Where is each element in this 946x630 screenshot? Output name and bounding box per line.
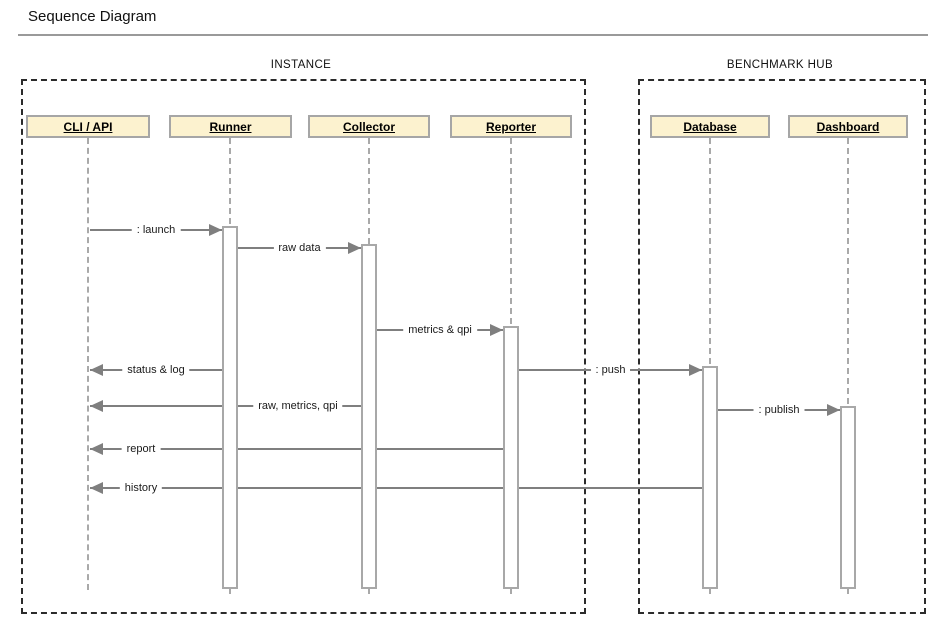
- activation-runner: [222, 226, 238, 589]
- participant-label: Dashboard: [816, 119, 880, 134]
- arrowhead-right-icon: [348, 242, 361, 254]
- activation-database: [702, 366, 718, 589]
- message-metrics-qpi: metrics & qpi: [377, 324, 503, 336]
- participant-dashboard: Dashboard: [788, 115, 908, 138]
- frame-instance: [21, 79, 586, 614]
- lifeline-dashboard: [847, 138, 849, 594]
- participant-runner: Runner: [169, 115, 292, 138]
- message-line: [90, 487, 702, 489]
- message-launch: : launch: [90, 224, 222, 236]
- message-label: : push: [590, 364, 631, 376]
- message-label: : launch: [131, 224, 181, 236]
- arrowhead-left-icon: [90, 400, 103, 412]
- participant-label: Database: [683, 119, 737, 134]
- participant-database: Database: [650, 115, 770, 138]
- message-label: report: [121, 443, 161, 455]
- frame-instance-label: INSTANCE: [270, 59, 332, 71]
- message-label: raw, metrics, qpi: [253, 400, 343, 412]
- participant-reporter: Reporter: [450, 115, 572, 138]
- arrowhead-left-icon: [90, 443, 103, 455]
- participant-label: Collector: [342, 119, 395, 134]
- message-raw-data: raw data: [238, 242, 361, 254]
- activation-dashboard: [840, 406, 856, 589]
- arrowhead-right-icon: [490, 324, 503, 336]
- arrowhead-right-icon: [689, 364, 702, 376]
- participant-cli-api: CLI / API: [26, 115, 150, 138]
- page-title: Sequence Diagram: [28, 8, 157, 25]
- lifeline-cli-api: [87, 138, 89, 590]
- participant-label: CLI / API: [63, 119, 113, 134]
- message-status-log: status & log: [90, 364, 222, 376]
- activation-collector: [361, 244, 377, 589]
- activation-reporter: [503, 326, 519, 589]
- message-label: raw data: [273, 242, 326, 254]
- arrowhead-right-icon: [209, 224, 222, 236]
- message-history: history: [90, 482, 702, 494]
- message-line: [90, 448, 503, 450]
- arrowhead-right-icon: [827, 404, 840, 416]
- participant-collector: Collector: [308, 115, 430, 138]
- message-push: : push: [519, 364, 702, 376]
- message-publish: : publish: [718, 404, 840, 416]
- frame-benchmark-hub: [638, 79, 926, 614]
- frame-benchmark-hub-label: BENCHMARK HUB: [726, 59, 834, 71]
- arrowhead-left-icon: [90, 364, 103, 376]
- message-label: : publish: [753, 404, 805, 416]
- message-label: history: [119, 482, 163, 494]
- participant-label: Runner: [209, 119, 252, 134]
- title-divider: [18, 34, 928, 36]
- arrowhead-left-icon: [90, 482, 103, 494]
- message-label: metrics & qpi: [403, 324, 477, 336]
- message-label: status & log: [122, 364, 190, 376]
- participant-label: Reporter: [485, 119, 536, 134]
- message-report: report: [90, 443, 503, 455]
